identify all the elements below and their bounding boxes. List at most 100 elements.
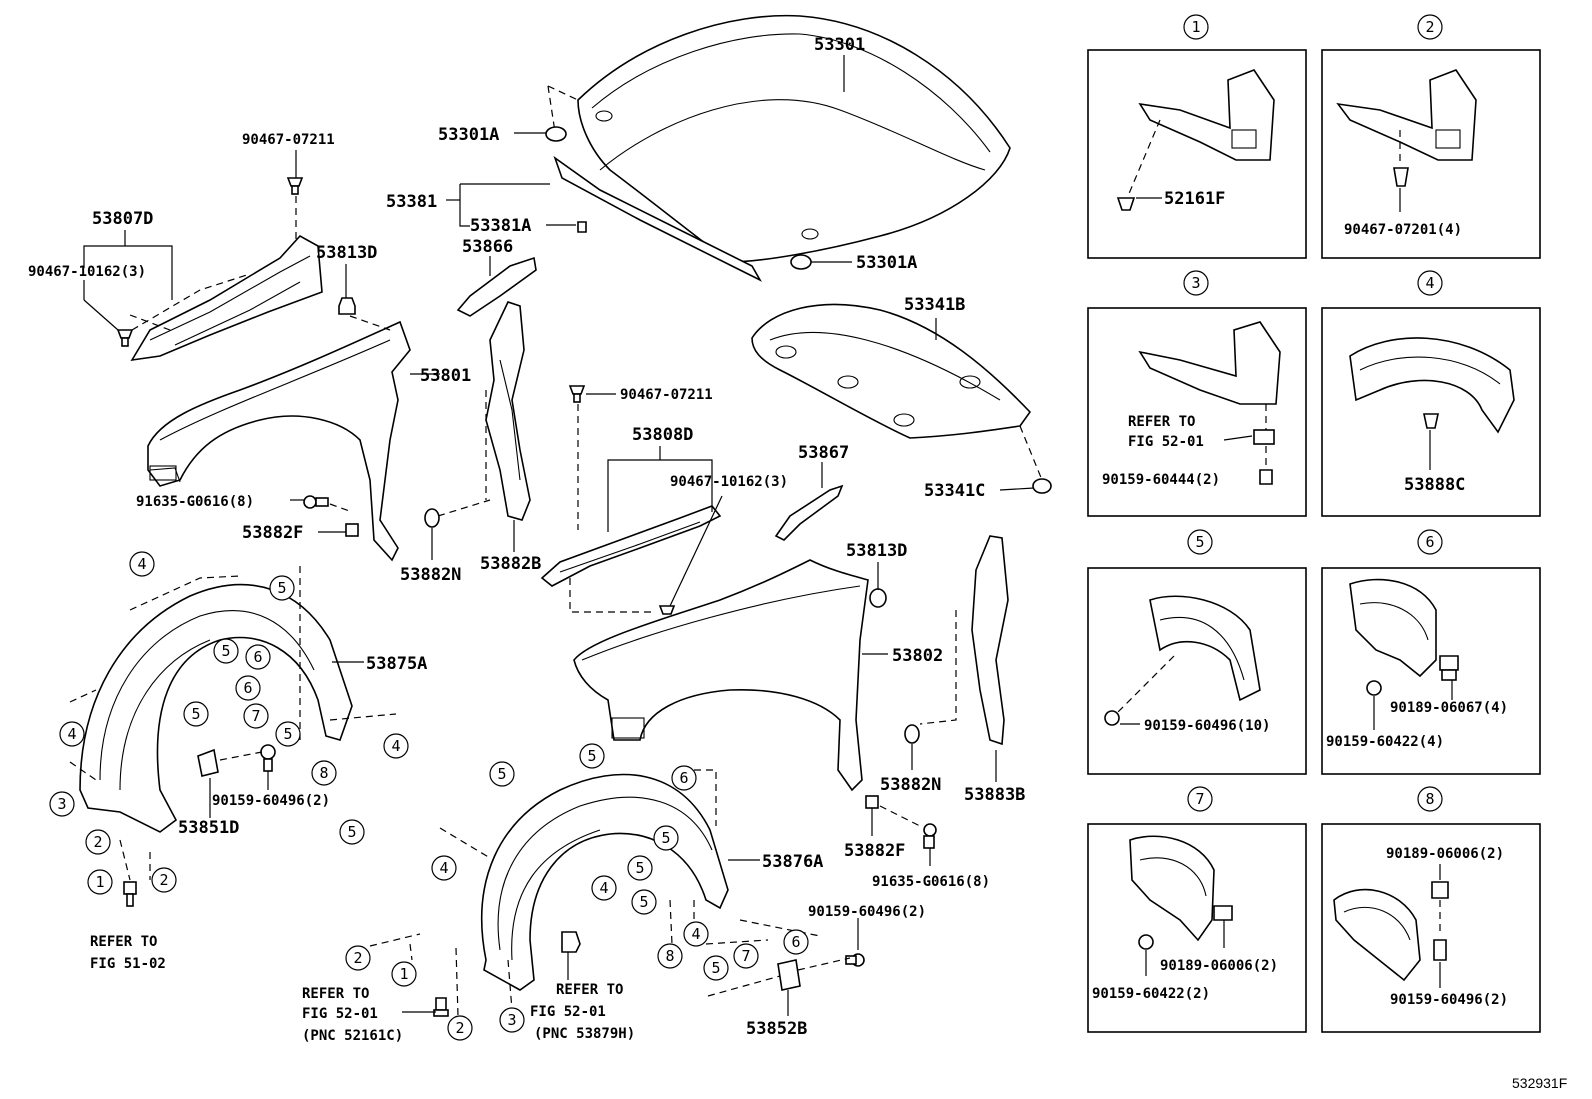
callout-4[interactable]: 4	[683, 921, 709, 947]
callout-2[interactable]: 2	[85, 829, 111, 855]
nut-53882F-right[interactable]	[865, 795, 879, 809]
callout-5[interactable]: 5	[489, 761, 515, 787]
hood-bumper-cushions[interactable]	[545, 126, 812, 270]
callout-5[interactable]: 5	[627, 855, 653, 881]
front-fender-right[interactable]	[573, 559, 869, 792]
callout-3[interactable]: 3	[49, 791, 75, 817]
callout-3[interactable]: 3	[499, 1007, 525, 1033]
refer-51-02-line1[interactable]: REFER TO	[90, 934, 157, 950]
callout-2[interactable]: 2	[447, 1015, 473, 1041]
inset-6[interactable]: 6 90189-06067(4) 90159-60422(4)	[1321, 529, 1541, 775]
bolt-91635-G0616-right[interactable]	[923, 823, 937, 849]
front-fender-left[interactable]	[147, 320, 411, 562]
callout-4[interactable]: 4	[591, 875, 617, 901]
refer-53879H-line1[interactable]: REFER TO	[556, 982, 623, 998]
cowl-side-seal-left[interactable]	[130, 234, 323, 362]
fender-seal-53866[interactable]	[456, 256, 537, 317]
callout-4[interactable]: 4	[431, 855, 457, 881]
hood-panel[interactable]	[547, 14, 1011, 263]
refer-52161C-line3[interactable]: (PNC 52161C)	[302, 1028, 403, 1044]
svg-text:5: 5	[711, 959, 720, 977]
inset-5[interactable]: 5 90159-60496(10)	[1087, 529, 1307, 775]
clip-90467-07211-mid[interactable]	[568, 385, 586, 403]
leader-lines-fender-left	[290, 264, 440, 533]
clip-90467-10162-right[interactable]	[658, 605, 676, 615]
callout-6[interactable]: 6	[783, 929, 809, 955]
refer-53879H-line2[interactable]: FIG 52-01	[530, 1004, 606, 1020]
fender-nut-53813D-right[interactable]	[869, 588, 887, 608]
svg-text:5: 5	[221, 642, 230, 660]
refer-52161C-line2[interactable]: FIG 52-01	[302, 1006, 378, 1022]
callout-5[interactable]: 5	[703, 955, 729, 981]
callout-5[interactable]: 5	[339, 819, 365, 845]
callout-8[interactable]: 8	[657, 943, 683, 969]
inset-7[interactable]: 7 90189-06006(2) 90159-60422(2)	[1087, 786, 1307, 1033]
callout-7[interactable]: 7	[733, 943, 759, 969]
plug-53882N-left[interactable]	[424, 508, 440, 528]
fender-liner-seal-53882B[interactable]	[485, 301, 531, 521]
label-53301A-top: 53301A	[438, 125, 499, 145]
inset-2-number: 2	[1425, 18, 1434, 36]
inset-4-number: 4	[1425, 274, 1434, 292]
bolt-bottom-left[interactable]	[123, 881, 137, 907]
refer-51-02-line2[interactable]: FIG 51-02	[90, 956, 166, 972]
callout-1[interactable]: 1	[391, 961, 417, 987]
fender-liner-seal-53883B[interactable]	[971, 535, 1009, 746]
inset-4[interactable]: 4 53888C	[1321, 270, 1541, 517]
fender-liner-left[interactable]	[79, 583, 353, 833]
insulator-clip-53341C[interactable]	[1032, 478, 1052, 494]
clip-53851D[interactable]	[197, 748, 219, 777]
callout-1[interactable]: 1	[87, 869, 113, 895]
inset-3-refer-line2[interactable]: FIG 52-01	[1128, 434, 1204, 450]
callout-4[interactable]: 4	[383, 733, 409, 759]
inset-7-number: 7	[1195, 790, 1204, 808]
plug-53882N-right[interactable]	[904, 724, 920, 744]
clip-90467-10162-left[interactable]	[116, 329, 134, 347]
callout-7[interactable]: 7	[243, 703, 269, 729]
label-53867: 53867	[798, 443, 849, 463]
callout-6[interactable]: 6	[245, 644, 271, 670]
clip-refer-52161C[interactable]	[433, 997, 449, 1017]
clip-90467-07211-top[interactable]	[286, 177, 304, 195]
label-91635-G0616-right: 91635-G0616(8)	[872, 874, 990, 890]
callout-5[interactable]: 5	[275, 721, 301, 747]
inset-3[interactable]: 3 REFER TO FIG 52-01 90159-60444(2)	[1087, 270, 1307, 517]
cowl-side-seal-right[interactable]	[540, 505, 722, 587]
callout-4[interactable]: 4	[59, 721, 85, 747]
callout-5[interactable]: 5	[213, 638, 239, 664]
callout-5[interactable]: 5	[653, 825, 679, 851]
callout-5[interactable]: 5	[183, 701, 209, 727]
callout-6[interactable]: 6	[671, 765, 697, 791]
fastener-90159-60496-right[interactable]	[845, 953, 865, 967]
callout-6[interactable]: 6	[235, 675, 261, 701]
svg-text:5: 5	[635, 859, 644, 877]
clip-refer-53879H[interactable]	[561, 931, 581, 953]
bolt-91635-G0616-left[interactable]	[303, 495, 329, 509]
leader-lines-cowl-right	[569, 393, 723, 613]
inset-2[interactable]: 2 90467-07201(4)	[1321, 14, 1541, 259]
svg-text:8: 8	[665, 947, 674, 965]
fender-seal-53867[interactable]	[774, 484, 844, 541]
callout-8[interactable]: 8	[311, 760, 337, 786]
fender-nut-53813D-left[interactable]	[338, 297, 356, 315]
inset-8[interactable]: 8 90189-06006(2) 90159-60496(2)	[1321, 786, 1541, 1033]
callout-4[interactable]: 4	[129, 551, 155, 577]
fastener-90159-60496-left[interactable]	[260, 744, 276, 772]
nut-53882F-left[interactable]	[345, 523, 359, 537]
hood-insulator-53341B[interactable]	[751, 303, 1032, 439]
callout-2[interactable]: 2	[345, 945, 371, 971]
label-53808D: 53808D	[632, 425, 693, 445]
refer-53879H-line3[interactable]: (PNC 53879H)	[534, 1026, 635, 1042]
callout-5[interactable]: 5	[579, 743, 605, 769]
label-91635-G0616-left: 91635-G0616(8)	[136, 494, 254, 510]
refer-52161C-line1[interactable]: REFER TO	[302, 986, 369, 1002]
label-53802: 53802	[892, 646, 943, 666]
callout-5[interactable]: 5	[631, 889, 657, 915]
inset-3-refer-line1[interactable]: REFER TO	[1128, 414, 1195, 430]
inset-3-part: 90159-60444(2)	[1102, 472, 1220, 488]
callout-2[interactable]: 2	[151, 867, 177, 893]
hood-seal-strip[interactable]	[553, 155, 763, 282]
inset-1[interactable]: 1 52161F	[1087, 14, 1307, 259]
clip-53852B[interactable]	[777, 959, 801, 991]
callout-5[interactable]: 5	[269, 575, 295, 601]
